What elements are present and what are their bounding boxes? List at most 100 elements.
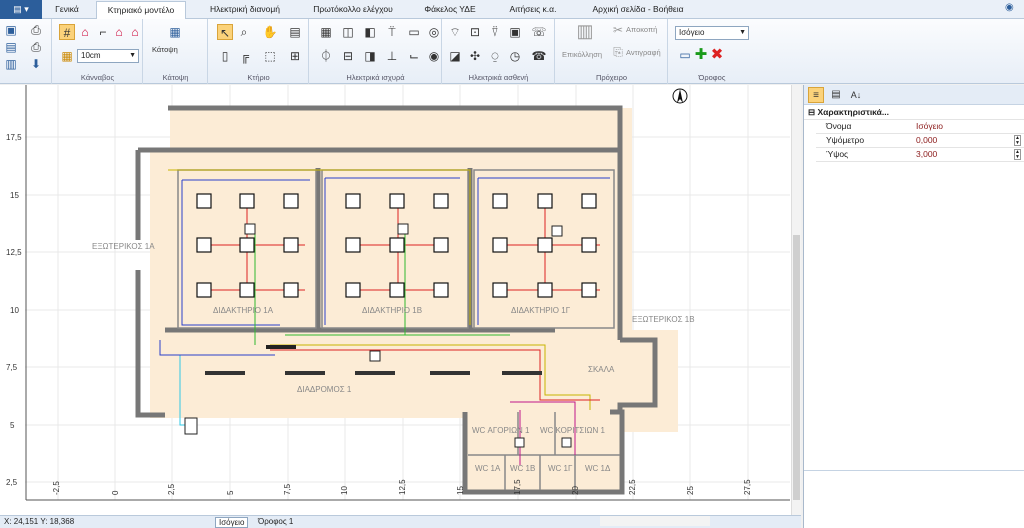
table-icon[interactable]: ▤ (289, 25, 301, 39)
room-label[interactable]: WC 1Δ (585, 464, 611, 473)
room-label[interactable]: ΕΞΩΤΕΡΙΚΟΣ 1Α (92, 242, 155, 251)
snap-corner-icon[interactable]: ⌐ (99, 25, 107, 39)
floor-tab-first[interactable]: Όροφος 1 (258, 517, 294, 526)
tab-test-protocol[interactable]: Πρωτόκολλο ελέγχου (313, 4, 393, 14)
collapse-icon[interactable]: ⊟ (808, 107, 818, 117)
vertical-scrollbar[interactable] (791, 85, 801, 515)
junction-icon[interactable]: ⊟ (342, 49, 354, 63)
fluorescent-icon[interactable]: ▭ (408, 25, 420, 39)
route-icon[interactable]: ⌙ (408, 49, 420, 63)
tab-building-model[interactable]: Κτηριακό μοντέλο (96, 1, 186, 19)
wall-icon[interactable]: ╔ (240, 49, 250, 63)
crosshair-icon[interactable]: ✣ (469, 49, 481, 63)
print-icon[interactable]: ⎙ (31, 23, 41, 37)
delete-floor-icon[interactable]: ✖ (710, 46, 724, 63)
print-preview-icon[interactable]: ⎙ (31, 40, 41, 54)
file-menu-button[interactable]: ▤ ▾ (0, 0, 42, 19)
data-socket-icon[interactable]: ◪ (449, 49, 461, 63)
phone-icon[interactable]: ☏ (531, 25, 547, 39)
categorized-view-icon[interactable]: ≡ (808, 87, 824, 103)
spinner-icon[interactable]: ▲▼ (1014, 149, 1021, 160)
floorplan-icon[interactable]: ▦ (169, 25, 181, 39)
room-label[interactable]: ΔΙΑΔΡΟΜΟΣ 1 (297, 385, 352, 394)
room-label[interactable]: ΕΞΩΤΕΡΙΚΟΣ 1Β (632, 315, 695, 324)
copy-button-label[interactable]: Αντιγραφή (626, 48, 661, 57)
clock-icon[interactable]: ◷ (509, 49, 521, 63)
sort-alpha-icon[interactable]: A↓ (850, 90, 862, 100)
export-icon[interactable]: ⬇ (30, 57, 42, 71)
y-tick-label: 17,5 (6, 133, 22, 142)
property-value[interactable]: 0,000 (916, 135, 938, 145)
emergency-light-icon[interactable]: ◎ (428, 25, 440, 39)
door-icon[interactable]: ▯ (221, 49, 229, 63)
property-row-elevation[interactable]: Υψόμετρο 0,000 ▲▼ (816, 134, 1024, 148)
window-icon[interactable]: ⊞ (289, 49, 301, 63)
earth-icon[interactable]: ◉ (428, 49, 440, 63)
speaker-icon[interactable]: ▣ (509, 25, 521, 39)
tv-socket-icon[interactable]: ⊡ (469, 25, 481, 39)
floor-tab-ground[interactable]: Ισόγειο (215, 517, 249, 528)
cut-button-label[interactable]: Αποκοπή (626, 25, 658, 34)
vertical-scroll-thumb[interactable] (793, 235, 800, 500)
open-icon[interactable]: ▥ (5, 57, 17, 71)
cable-tray-icon[interactable]: ⊥ (386, 49, 398, 63)
antenna-icon[interactable]: ⍢ (491, 25, 499, 39)
floorplan-drawing[interactable] (0, 85, 801, 515)
panel-icon[interactable]: ▦ (320, 25, 332, 39)
grid-toggle-icon[interactable]: ▦ (61, 49, 73, 63)
intercom-icon[interactable]: ☎ (531, 49, 547, 63)
tab-general[interactable]: Γενικά (55, 4, 79, 14)
property-row-name[interactable]: Όνομα Ισόγειο (816, 120, 1024, 134)
new-file-icon[interactable]: ▣ (5, 23, 17, 37)
clipboard-group: ▥ Επικόλληση ✂ Αποκοπή ⎘ Αντιγραφή Πρόχε… (556, 19, 668, 84)
paste-icon[interactable]: ▥ (576, 21, 594, 41)
property-value[interactable]: 3,000 (916, 149, 938, 159)
property-row-height[interactable]: Ύψος 3,000 ▲▼ (816, 148, 1024, 162)
horizontal-scrollbar[interactable] (600, 516, 710, 526)
room-label[interactable]: WC 1Α (475, 464, 501, 473)
room-label[interactable]: ΔΙΔΑΚΤΗΡΙΟ 1Β (362, 306, 423, 315)
drawing-canvas[interactable]: 17,5 15 12,5 10 7,5 5 2,5 -2,5 0 2,5 5 7… (0, 85, 801, 515)
room-label[interactable]: ΔΙΔΑΚΤΗΡΙΟ 1Γ (511, 306, 571, 315)
room-label[interactable]: WC 1Γ (548, 464, 573, 473)
zoom-icon[interactable]: ⌕ (240, 25, 248, 39)
room-label[interactable]: ΔΙΔΑΚΤΗΡΙΟ 1Α (213, 306, 274, 315)
snap-endpoint-icon[interactable]: ⌂ (81, 25, 89, 39)
dimmer-icon[interactable]: ◨ (364, 49, 376, 63)
tab-applications[interactable]: Αιτήσεις κ.α. (509, 4, 557, 14)
access-point-icon[interactable]: ⍜ (491, 49, 499, 63)
property-value[interactable]: Ισόγειο (916, 121, 943, 131)
motor-icon[interactable]: ⏀ (319, 49, 332, 63)
junction-boxes (184, 223, 572, 448)
spinner-icon[interactable]: ▲▼ (1014, 135, 1021, 146)
room-label[interactable]: ΣΚΑΛΑ (588, 365, 615, 374)
socket-icon[interactable]: ◫ (342, 25, 354, 39)
tab-yde-folder[interactable]: Φάκελος ΥΔΕ (424, 4, 476, 14)
3d-box-icon[interactable]: ⬚ (264, 49, 276, 63)
snap-midpoint-icon[interactable]: ⌂ (115, 25, 123, 39)
room-label[interactable]: WC 1Β (510, 464, 536, 473)
floorplan-button-label[interactable]: Κάτοψη (152, 45, 178, 54)
snap-grid-icon[interactable]: # (59, 24, 75, 40)
snap-intersection-icon[interactable]: ⌂ (131, 25, 139, 39)
room-label[interactable]: WC ΚΟΡΙΤΣΙΩΝ 1 (540, 426, 605, 435)
tab-home-help[interactable]: Αρχική σελίδα - Βοήθεια (592, 4, 684, 14)
room-label[interactable]: WC ΑΓΟΡΙΩΝ 1 (472, 426, 530, 435)
save-icon[interactable]: ▤ (5, 40, 17, 54)
help-icon[interactable]: ◉ (1005, 2, 1014, 13)
grid-size-select[interactable]: 10cm ▼ (77, 49, 139, 63)
ceiling-lamp-icon[interactable]: ⍡ (388, 25, 396, 39)
add-floor-icon[interactable]: ✚ (694, 46, 708, 63)
tab-electrical-distribution[interactable]: Ηλεκτρική διανομή (210, 4, 280, 14)
floor-properties-icon[interactable]: ▭ (679, 48, 691, 62)
switch-icon[interactable]: ◧ (364, 25, 376, 39)
pan-hand-icon[interactable]: ✋ (262, 25, 278, 39)
paste-button-label[interactable]: Επικόλληση (562, 50, 603, 59)
copy-icon[interactable]: ⎘ (613, 45, 623, 59)
select-pointer-icon[interactable]: ↖ (217, 24, 233, 40)
floor-select[interactable]: Ισόγειο ▼ (675, 26, 749, 40)
properties-section-header[interactable]: ⊟ Χαρακτηριστικά... (804, 106, 1024, 120)
scissors-icon[interactable]: ✂ (612, 23, 624, 37)
wifi-icon[interactable]: ⌔ (449, 25, 461, 39)
property-pages-icon[interactable]: ▤ (831, 89, 841, 100)
